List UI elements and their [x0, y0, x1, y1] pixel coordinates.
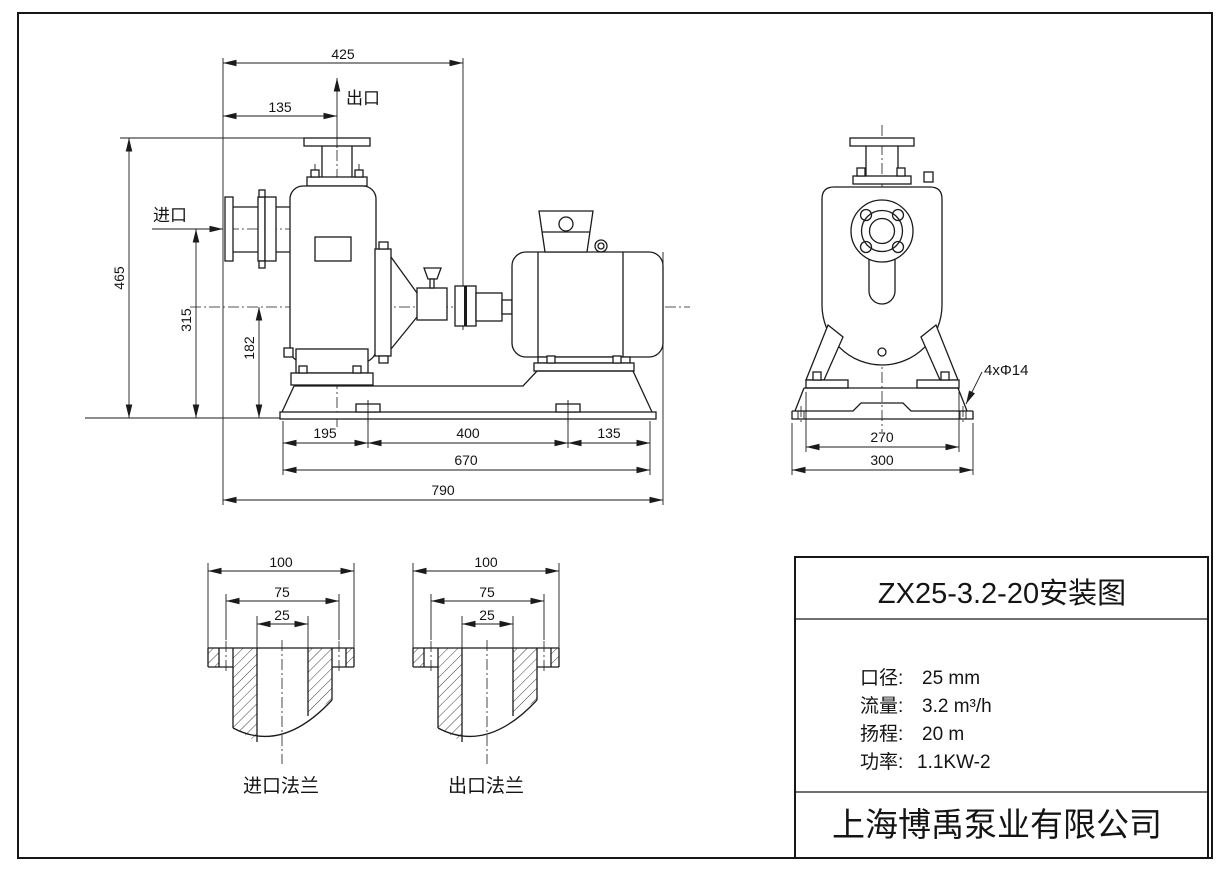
side-view-dimensions: 425 135 465 315 182 195 400 135 670 790 [111, 46, 663, 504]
outlet-flange-section: 100 75 25 出口法兰 [412, 554, 560, 797]
spec-value-head: 20 m [922, 724, 964, 745]
dim-182: 182 [241, 336, 257, 360]
dim-270: 270 [870, 429, 894, 445]
anchor-note: 4xΦ14 [984, 362, 1029, 379]
dim-195: 195 [313, 425, 337, 441]
spec-value-power: 1.1KW-2 [917, 752, 991, 773]
outlet-label: 出口 [346, 89, 380, 108]
dim-135-base: 135 [597, 425, 621, 441]
side-view: 出口 进口 425 135 465 315 182 195 400 135 67… [85, 46, 690, 505]
casing-rib-slot [868, 259, 896, 305]
baseplate [279, 370, 657, 423]
support-legs [805, 323, 960, 389]
company-name: 上海博禹泵业有限公司 [832, 806, 1162, 843]
spec-value-flow: 3.2 m³/h [922, 696, 992, 717]
grease-cup [423, 267, 442, 280]
spec-value-diameter: 25 mm [922, 668, 980, 689]
dim-75: 75 [479, 584, 495, 600]
pump-casing [289, 185, 377, 363]
front-view-dimensions: 270 300 [791, 392, 974, 475]
front-outlet-pipe [849, 137, 934, 185]
dim-75: 75 [274, 584, 290, 600]
coupling [454, 285, 513, 327]
priming-plug [923, 171, 934, 183]
inlet-flange-body [207, 640, 355, 764]
motor-body [511, 251, 664, 358]
bolt-hole [859, 240, 873, 254]
inlet-label: 进口 [153, 206, 187, 225]
dim-315: 315 [178, 308, 194, 332]
inlet-flange-label: 进口法兰 [243, 775, 319, 797]
dim-465: 465 [111, 266, 127, 290]
sheet-border [17, 12, 1213, 859]
dim-300: 300 [870, 452, 894, 468]
dim-25: 25 [479, 607, 495, 623]
dim-100: 100 [269, 554, 293, 570]
bolt-hole [859, 208, 873, 222]
bolt-hole [891, 208, 905, 222]
drain-plug [877, 347, 887, 357]
outlet-flange-label: 出口法兰 [448, 775, 524, 797]
front-view: 4xΦ14 270 300 [791, 125, 1029, 475]
bolt-hole [891, 240, 905, 254]
dim-425: 425 [331, 46, 355, 62]
spec-label-power: 功率: [860, 751, 903, 773]
drawing-title: ZX25-3.2-20安装图 [878, 577, 1126, 610]
dim-25: 25 [274, 607, 290, 623]
dim-670: 670 [454, 452, 478, 468]
lifting-eye [594, 239, 608, 253]
title-block: ZX25-3.2-20安装图 口径: 25 mm 流量: 3.2 m³/h 扬程… [794, 556, 1209, 859]
pump-nameplate [314, 236, 352, 262]
bearing-bracket [374, 241, 448, 364]
spec-label-head: 扬程: [860, 723, 903, 745]
front-baseplate [791, 387, 974, 423]
pump-pedestal [290, 348, 374, 386]
dim-400: 400 [456, 425, 480, 441]
outlet-flange-body [412, 563, 560, 764]
title-block-border [794, 556, 1209, 859]
inlet-flange-dimensions: 100 75 25 [207, 554, 355, 648]
spec-label-flow: 流量: [860, 695, 903, 717]
inlet-flange-section: 100 75 25 进口法兰 [207, 554, 355, 797]
bearing-housing [416, 287, 448, 321]
casing-lug [283, 347, 294, 358]
anchor-note-leader [965, 371, 983, 405]
motor [511, 210, 664, 372]
dim-135-top: 135 [268, 99, 292, 115]
dim-790: 790 [431, 482, 455, 498]
front-suction-flange [850, 199, 914, 263]
spec-label-diameter: 口径: [860, 667, 903, 689]
dim-100: 100 [474, 554, 498, 570]
suction-pipe [224, 189, 290, 269]
